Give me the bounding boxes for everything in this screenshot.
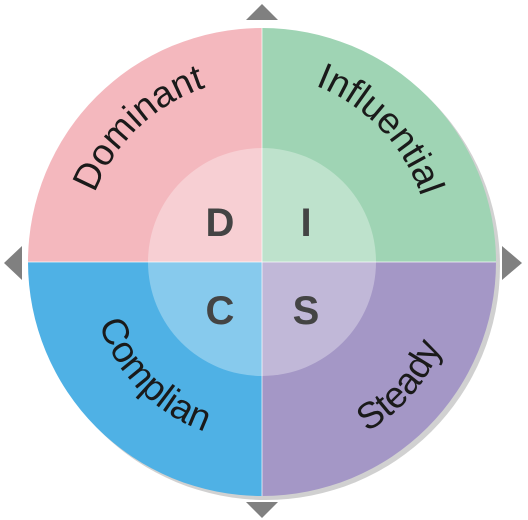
- center-circle: [148, 148, 376, 376]
- quadrant-steady: [262, 262, 496, 496]
- arrow-down-icon: [246, 502, 278, 518]
- letter-s: S: [293, 289, 320, 333]
- arrow-up-icon: [246, 4, 278, 20]
- letter-i: I: [300, 201, 311, 245]
- quadrant-influential: [262, 28, 496, 262]
- arrow-left-icon: [4, 246, 22, 280]
- letter-d: D: [206, 201, 235, 245]
- arrow-right-icon: [502, 246, 522, 280]
- quadrant-dominant: [28, 28, 262, 262]
- quadrant-compliant: [28, 262, 262, 496]
- letter-c: C: [206, 289, 235, 333]
